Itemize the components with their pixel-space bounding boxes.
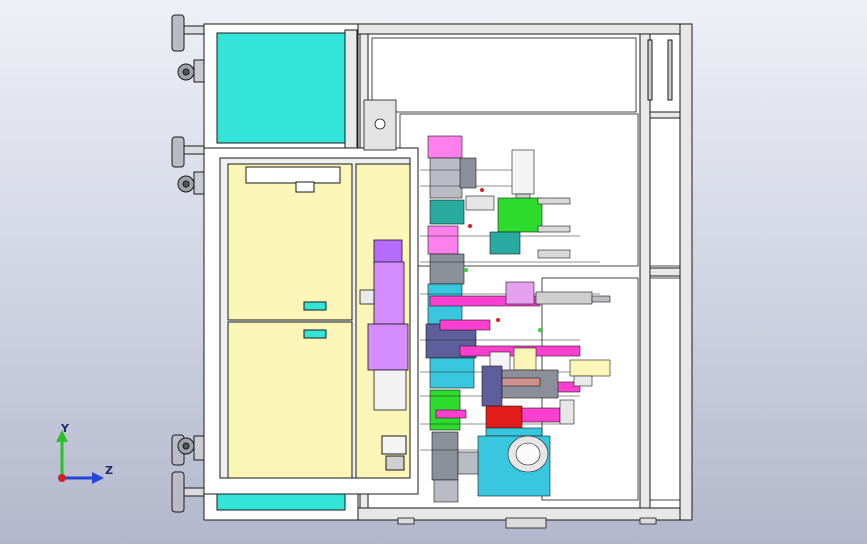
- x-axis-dot: [58, 474, 66, 482]
- z-axis-arrowhead: [92, 472, 104, 484]
- bottom-fixture: [457, 435, 551, 497]
- violet-tower: [359, 239, 409, 411]
- z-axis-label: Z: [105, 464, 113, 477]
- y-axis-arrowhead: [56, 430, 68, 442]
- triad-arrows: [56, 430, 104, 484]
- casters: [177, 59, 205, 461]
- lower-cyan-panel: [216, 492, 346, 511]
- motor-assembly: [481, 365, 575, 437]
- lower-handle: [303, 329, 327, 339]
- frame-bottom-tabs: [397, 517, 657, 529]
- accent-marks: [464, 188, 542, 332]
- y-axis-label: Y: [61, 422, 69, 435]
- orientation-triad: Y Z: [46, 422, 126, 492]
- upper-bracket: [363, 99, 397, 151]
- upper-cyan-panel: [216, 32, 346, 144]
- upper-yellow-panel: [227, 163, 353, 321]
- cylinder-assembly-upper: [459, 149, 571, 259]
- upper-handle: [303, 301, 327, 311]
- lower-yellow-panel: [227, 321, 353, 479]
